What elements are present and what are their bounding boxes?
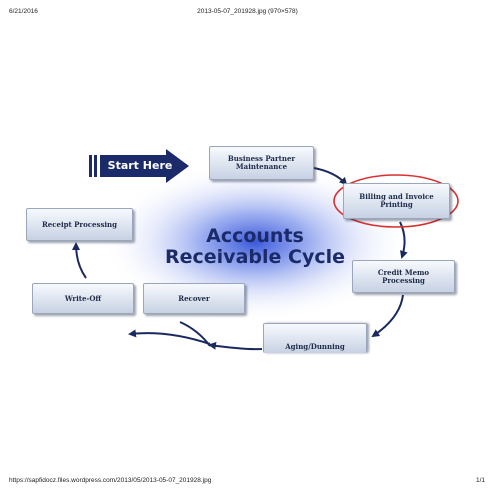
arrow-recover-branch <box>179 321 211 347</box>
diagram-title-line2: Receivable Cycle <box>165 246 345 268</box>
arrow-partner-to-billing <box>313 167 348 186</box>
highlight-ring <box>333 174 459 228</box>
center-glow <box>100 162 410 322</box>
print-document-title: 2013-05-07_201928.jpg (970×578) <box>197 8 298 15</box>
start-here-label: Start Here <box>107 159 173 172</box>
node-billing-and-invoice-printing: Billing and Invoice Printing <box>343 183 450 219</box>
print-date: 6/21/2016 <box>9 8 38 15</box>
node-label: Credit Memo Processing <box>377 267 430 285</box>
print-url: https://sapfidocz.files.wordpress.com/20… <box>9 477 212 484</box>
arrow-billing-to-credit <box>399 221 408 259</box>
node-credit-memo-processing: Credit Memo Processing <box>352 260 455 293</box>
node-write-off: Write-Off <box>32 283 134 314</box>
print-page-number: 1/1 <box>475 477 485 484</box>
start-here-arrow <box>89 149 189 183</box>
arrow-recover-to-writeoff <box>128 329 211 345</box>
node-receipt-processing: Receipt Processing <box>26 208 133 241</box>
node-label: Write-Off <box>64 293 102 303</box>
node-label: Receipt Processing <box>41 219 118 229</box>
node-label: Business Partner Maintenance <box>227 154 296 171</box>
node-business-partner-maintenance: Business Partner Maintenance <box>209 146 314 180</box>
node-aging-dunning: Aging/Dunning <box>263 323 367 353</box>
arrow-writeoff-to-receipt <box>72 242 87 279</box>
arrow-credit-to-aging <box>371 294 404 338</box>
node-label: Billing and Invoice Printing <box>359 192 434 209</box>
node-recover: Recover <box>143 283 245 314</box>
node-label: Recover <box>178 293 210 303</box>
diagram-title-line1: Accounts <box>206 225 304 247</box>
node-label: Aging/Dunning <box>285 341 345 351</box>
arrow-aging-to-recover <box>208 341 263 351</box>
